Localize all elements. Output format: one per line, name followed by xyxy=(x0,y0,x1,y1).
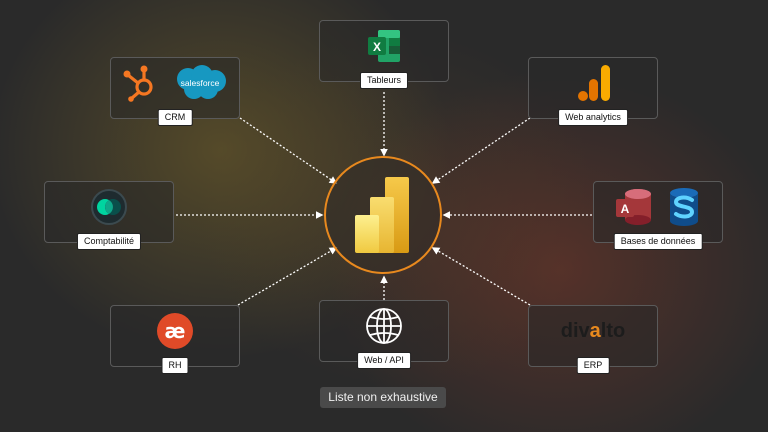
power-bi-icon xyxy=(355,177,409,253)
power-bi-hub xyxy=(324,156,442,274)
footnote: Liste non exhaustive xyxy=(320,387,446,408)
connector-rh xyxy=(237,247,338,306)
ms-access-icon: A xyxy=(616,189,651,225)
label-bases-de-donnees: Bases de données xyxy=(613,233,703,250)
source-bases-de-donnees: A Bases de données xyxy=(593,181,723,250)
source-tableurs: X Tableurs xyxy=(319,20,449,89)
google-analytics-icon xyxy=(578,65,610,101)
label-erp: ERP xyxy=(576,357,610,374)
divalto-logo: divalto xyxy=(560,319,626,342)
label-comptabilite: Comptabilité xyxy=(76,233,142,250)
source-comptabilite: Comptabilité xyxy=(44,181,174,250)
svg-text:salesforce: salesforce xyxy=(181,78,220,88)
source-crm: salesforce CRM xyxy=(110,57,240,126)
hubspot-icon xyxy=(123,65,153,102)
label-web-api: Web / API xyxy=(357,352,411,369)
label-tableurs: Tableurs xyxy=(359,72,409,89)
source-web-analytics: Web analytics xyxy=(528,57,658,126)
connector-crm xyxy=(239,117,338,184)
connector-erp xyxy=(431,247,531,306)
accounting-app-icon xyxy=(91,189,127,225)
sql-server-icon xyxy=(670,188,698,226)
source-web-api: Web / API xyxy=(319,300,449,369)
salesforce-icon: salesforce xyxy=(177,65,226,99)
hr-app-icon: æ xyxy=(157,313,193,349)
source-erp: divalto ERP xyxy=(528,305,658,374)
label-web-analytics: Web analytics xyxy=(558,109,628,126)
svg-text:A: A xyxy=(621,202,630,216)
label-crm: CRM xyxy=(157,109,193,126)
svg-text:X: X xyxy=(373,40,381,54)
globe-icon xyxy=(366,308,402,344)
label-rh: RH xyxy=(161,357,189,374)
svg-text:æ: æ xyxy=(165,319,186,343)
excel-icon: X xyxy=(368,30,400,62)
source-rh: æ RH xyxy=(110,305,240,374)
connector-web-analytics xyxy=(431,117,531,184)
